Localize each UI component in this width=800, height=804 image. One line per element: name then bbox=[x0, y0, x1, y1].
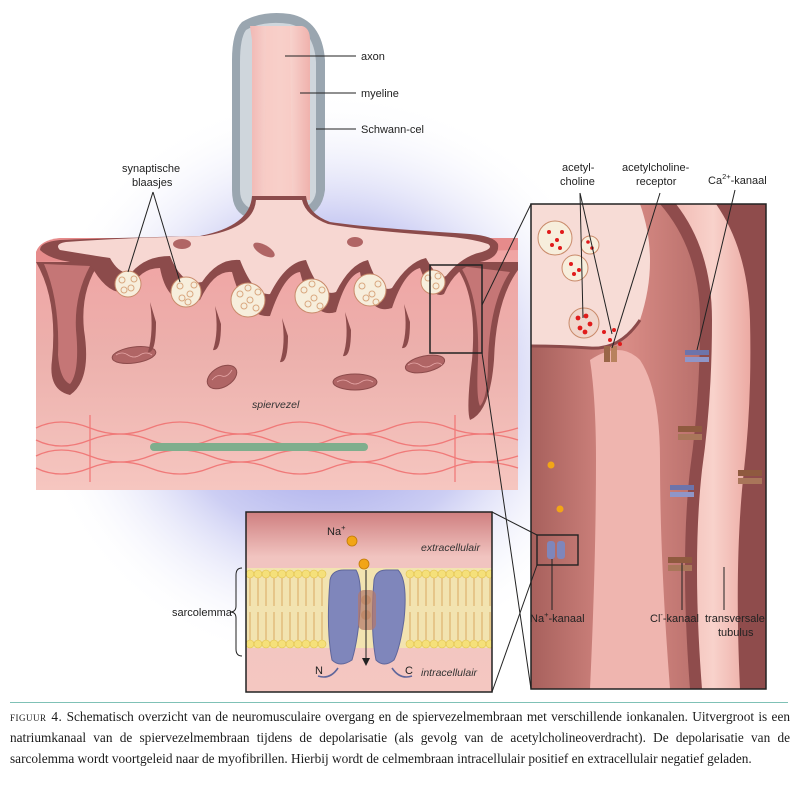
label-intracellular: intracellulair bbox=[421, 667, 478, 679]
label-na-ion: Na+ bbox=[327, 523, 346, 538]
label-cl-channel: Cl--kanaal bbox=[650, 610, 699, 625]
label-n-terminus: N bbox=[315, 665, 323, 677]
label-ca-channel: Ca2+-kanaal bbox=[708, 172, 767, 187]
synaptic-vesicles bbox=[114, 269, 446, 318]
zoom-panel bbox=[531, 204, 766, 689]
label-sarcolemma: sarcolemma bbox=[172, 607, 233, 619]
neuromuscular-junction-diagram: axon myeline Schwann-cel synaptische bla… bbox=[30, 13, 767, 693]
caption-text: Schematisch overzicht van de neuromuscul… bbox=[10, 709, 790, 766]
figure-caption: figuur 4. Schematisch overzicht van de n… bbox=[10, 706, 790, 769]
sarcolemma-brace bbox=[229, 567, 243, 657]
label-synaptic-vesicles-2: blaasjes bbox=[132, 177, 173, 189]
label-myeline: myeline bbox=[361, 88, 399, 100]
junctional-folds bbox=[148, 302, 410, 363]
label-extracellular: extracellulair bbox=[421, 542, 480, 554]
label-axon: axon bbox=[361, 51, 385, 63]
leader-lines bbox=[127, 55, 736, 610]
label-synaptic-vesicles-1: synaptische bbox=[122, 163, 180, 175]
label-acetylcholine-1: acetyl- bbox=[562, 162, 595, 174]
label-ach-receptor-2: receptor bbox=[636, 176, 677, 188]
label-na-channel: Na+-kanaal bbox=[530, 610, 585, 625]
label-t-tubule-1: transversale bbox=[705, 613, 765, 625]
sodium-channel-inset bbox=[246, 512, 492, 692]
axon bbox=[232, 13, 325, 218]
label-ach-receptor-1: acetylcholine- bbox=[622, 162, 690, 174]
zoom-marker bbox=[429, 264, 483, 354]
caption-divider bbox=[10, 702, 788, 703]
label-muscle-fiber: spiervezel bbox=[252, 399, 300, 411]
label-acetylcholine-2: choline bbox=[560, 176, 595, 188]
figure-label: figuur 4. bbox=[10, 709, 63, 724]
label-c-terminus: C bbox=[405, 665, 413, 677]
label-t-tubule-2: tubulus bbox=[718, 627, 754, 639]
label-schwann-cell: Schwann-cel bbox=[361, 124, 424, 136]
